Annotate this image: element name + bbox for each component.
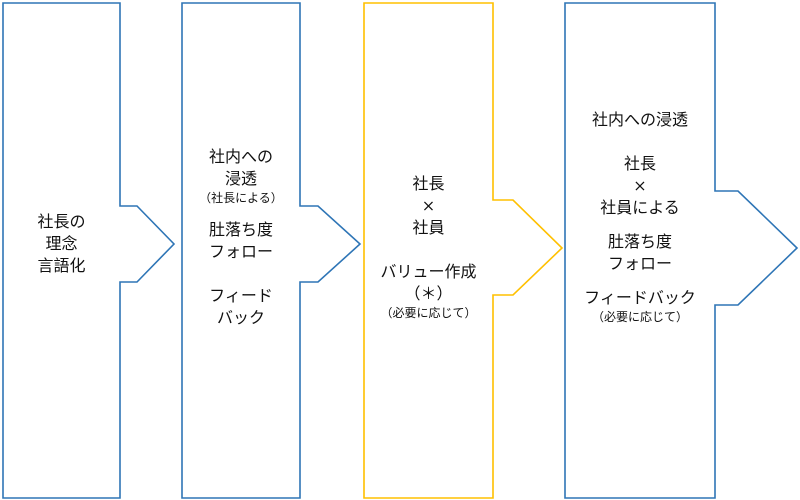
step-4-note: （必要に応じて） [591, 310, 688, 324]
step-1-text: 社長の 理念 言語化 [3, 211, 120, 277]
step-2-line-2: 浸透 [224, 169, 257, 188]
step-3-line-5: （＊） [404, 284, 453, 303]
step-4-line-7: フィードバック [584, 288, 696, 307]
step-2-line-6: バック [216, 308, 265, 327]
step-2-line-4: フォロー [208, 242, 273, 261]
step-3-line-4: バリュー作成 [380, 262, 477, 281]
step-2-line-1: 社内への [208, 147, 273, 166]
step-4-line-1: 社内への浸透 [591, 110, 688, 129]
step-4-line-4: 社員による [600, 198, 680, 217]
step-3-text: 社長 × 社員 バリュー作成 （＊） （必要に応じて） [364, 173, 493, 322]
step-3-line-2: × [421, 196, 436, 215]
step-1-line-3: 言語化 [37, 256, 86, 275]
step-2-line-5: フィード [209, 286, 273, 305]
step-4-text: 社内への浸透 社長 × 社員による 肚落ち度 フォロー フィードバック （必要に… [565, 109, 715, 326]
step-4-arrow-shape [564, 2, 799, 499]
step-2-line-3: 肚落ち度 [208, 220, 273, 239]
step-2-note: （社長による） [199, 191, 283, 205]
step-3-line-3: 社員 [412, 218, 445, 237]
step-4-line-3: × [633, 176, 647, 195]
step-2-arrow-shape [181, 2, 362, 499]
step-4-line-6: フォロー [607, 254, 672, 273]
step-1-line-1: 社長の [37, 212, 86, 231]
step-3-note: （必要に応じて） [380, 306, 477, 320]
step-4-line-5: 肚落ち度 [607, 232, 672, 251]
step-3-arrow-shape [363, 2, 564, 499]
step-1-line-2: 理念 [45, 234, 78, 253]
step-2-text: 社内への 浸透 （社長による） 肚落ち度 フォロー フィード バック [182, 146, 300, 329]
step-1-arrow-shape [2, 2, 176, 499]
step-4-line-2: 社長 [623, 154, 656, 173]
step-3-line-1: 社長 [412, 174, 445, 193]
